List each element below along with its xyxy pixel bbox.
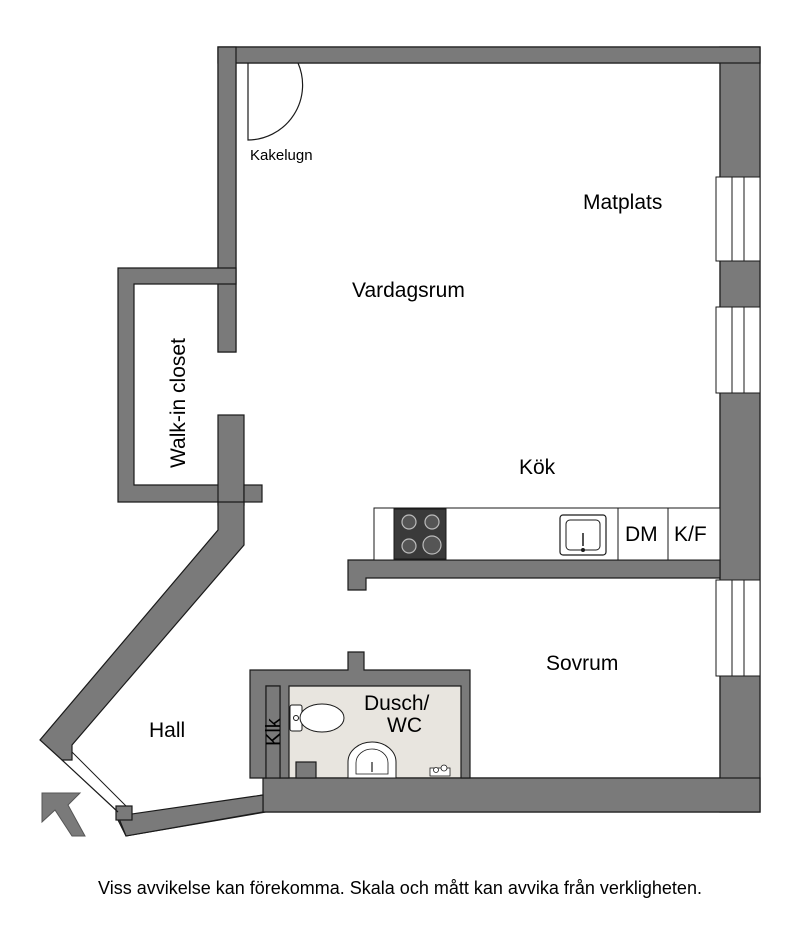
label-hall: Hall bbox=[149, 719, 185, 742]
closet-stub bbox=[243, 484, 263, 503]
kitchen-sink-icon bbox=[559, 514, 607, 556]
entrance-door bbox=[61, 759, 119, 813]
stove-icon bbox=[393, 508, 447, 560]
label-dusch: Dusch/ bbox=[364, 692, 430, 715]
disclaimer-text: Viss avvikelse kan förekomma. Skala och … bbox=[98, 878, 702, 898]
label-walkin-closet: Walk-in closet bbox=[167, 338, 190, 468]
hall-diagonal-wall bbox=[39, 501, 245, 761]
label-vardagsrum: Vardagsrum bbox=[352, 279, 465, 302]
entrance-door-inner bbox=[71, 751, 127, 807]
klk-divider bbox=[265, 685, 281, 779]
window-3 bbox=[715, 579, 761, 677]
entrance-bottom-wall bbox=[117, 794, 264, 837]
bottom-wall bbox=[262, 777, 761, 813]
label-matplats: Matplats bbox=[583, 191, 662, 214]
toilet-icon bbox=[289, 703, 345, 733]
label-klk: Klk bbox=[263, 717, 285, 746]
label-sovrum: Sovrum bbox=[546, 652, 618, 675]
washbasin-icon bbox=[347, 741, 397, 779]
floor-plan: Kakelugn Matplats Vardagsrum Walk-in clo… bbox=[39, 46, 761, 837]
left-wall-mid bbox=[217, 414, 245, 506]
label-kok: Kök bbox=[519, 456, 556, 479]
entrance-stub bbox=[115, 805, 133, 821]
left-wall-upper bbox=[217, 46, 237, 353]
window-1 bbox=[715, 176, 761, 262]
kitchen-wall bbox=[347, 559, 721, 591]
window-2 bbox=[715, 306, 761, 394]
plumbing-icon bbox=[429, 764, 451, 777]
label-wc: WC bbox=[387, 714, 422, 737]
label-kakelugn: Kakelugn bbox=[250, 147, 313, 164]
label-kf: K/F bbox=[674, 523, 707, 546]
label-dm: DM bbox=[625, 523, 658, 546]
top-wall bbox=[217, 46, 761, 64]
right-wall bbox=[719, 46, 761, 813]
kakelugn-icon bbox=[247, 62, 304, 141]
entrance-arrow-icon bbox=[41, 792, 86, 837]
bathroom-stub bbox=[295, 761, 317, 779]
closet-wall bbox=[117, 267, 245, 503]
